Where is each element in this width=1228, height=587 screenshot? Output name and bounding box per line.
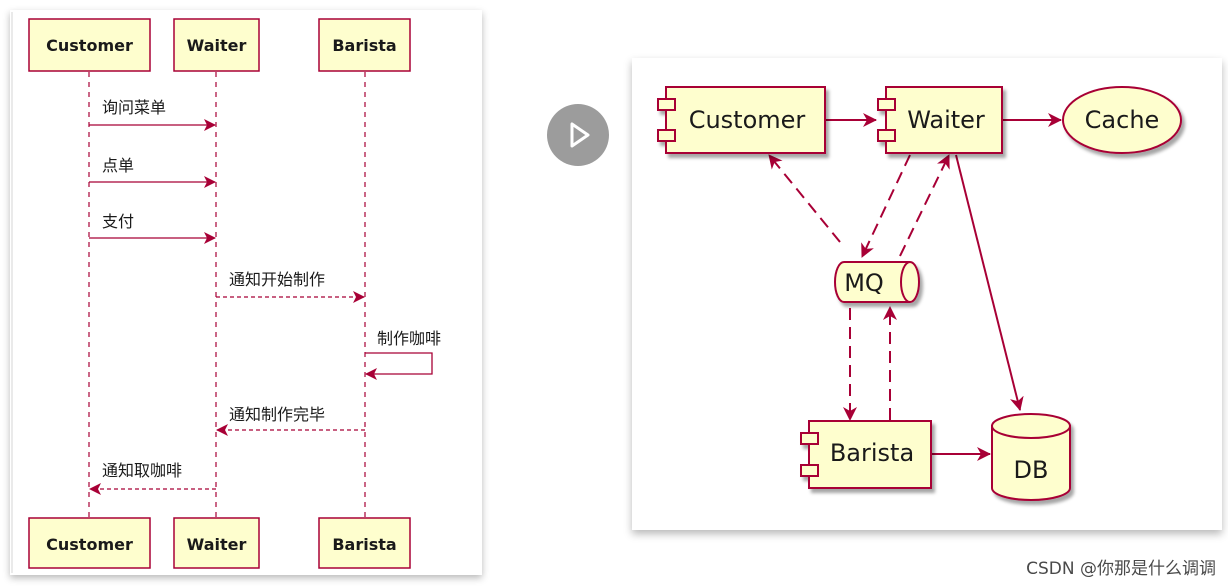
message-7: 通知取咖啡 <box>89 461 216 495</box>
edge-waiter-db <box>955 154 1024 411</box>
message-5: 制作咖啡 <box>365 329 441 380</box>
sequence-diagram: Customer Waiter Barista 询问菜单 点单 支付 <box>11 12 441 573</box>
play-button[interactable] <box>547 104 609 166</box>
participant-waiter-bottom-label: Waiter <box>187 535 247 554</box>
message-4-label: 通知开始制作 <box>229 270 325 289</box>
participant-waiter-top: Waiter <box>173 18 260 72</box>
component-diagram-card: Customer Waiter Cache MQ <box>632 58 1222 530</box>
message-6: 通知制作完毕 <box>216 405 365 436</box>
component-barista-label: Barista <box>830 439 914 467</box>
participant-waiter-top-label: Waiter <box>187 36 247 55</box>
message-5-label: 制作咖啡 <box>377 329 441 348</box>
message-1-label: 询问菜单 <box>102 98 166 117</box>
participant-customer-bottom: Customer <box>28 517 151 569</box>
edge-mq-waiter <box>899 154 950 257</box>
edge-waiter-mq <box>861 154 911 258</box>
component-customer-label: Customer <box>689 106 806 134</box>
usecase-cache-label: Cache <box>1085 106 1160 134</box>
participant-barista-top-label: Barista <box>332 36 396 55</box>
participant-waiter-bottom: Waiter <box>173 517 260 569</box>
participant-barista-top: Barista <box>318 18 411 72</box>
edge-mq-customer <box>768 154 841 243</box>
database-db-label: DB <box>1014 456 1049 484</box>
database-db <box>991 413 1071 501</box>
message-1: 询问菜单 <box>89 98 216 131</box>
queue-mq <box>834 261 920 303</box>
message-4: 通知开始制作 <box>216 270 365 303</box>
message-3-label: 支付 <box>102 212 134 231</box>
component-waiter <box>877 86 1003 154</box>
usecase-cache <box>1062 86 1182 154</box>
participant-customer-bottom-label: Customer <box>46 535 133 554</box>
component-waiter-label: Waiter <box>907 106 985 134</box>
csdn-watermark: CSDN @你那是什么调调 <box>1026 559 1216 579</box>
participant-customer-top: Customer <box>28 18 151 72</box>
participant-barista-bottom-label: Barista <box>332 535 396 554</box>
participant-customer-top-label: Customer <box>46 36 133 55</box>
participant-barista-bottom: Barista <box>318 517 411 569</box>
lifelines <box>88 72 366 518</box>
message-7-label: 通知取咖啡 <box>102 461 182 480</box>
message-2-label: 点单 <box>102 156 134 175</box>
play-icon <box>570 122 590 148</box>
edges <box>768 113 1062 461</box>
message-6-label: 通知制作完毕 <box>229 405 325 424</box>
component-barista <box>800 420 932 489</box>
message-3: 支付 <box>89 212 216 244</box>
queue-mq-label: MQ <box>844 269 884 297</box>
component-customer <box>657 86 826 154</box>
component-diagram: Customer Waiter Cache MQ <box>657 86 1182 501</box>
sequence-diagram-card: Customer Waiter Barista 询问菜单 点单 支付 <box>10 10 482 575</box>
message-2: 点单 <box>89 156 216 188</box>
